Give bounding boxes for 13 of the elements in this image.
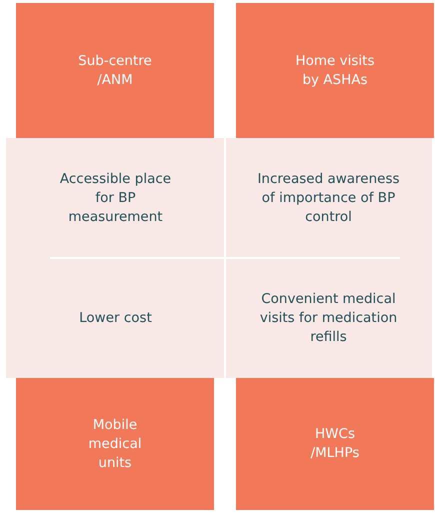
panel-background xyxy=(6,138,432,378)
service-label: Mobile medical units xyxy=(87,416,143,472)
service-label: Home visits by ASHAs xyxy=(294,52,376,90)
benefit-text: Lower cost xyxy=(78,308,153,328)
service-box xyxy=(16,378,214,510)
service-box xyxy=(16,3,214,138)
benefit-text: Increased awareness of importance of BP control xyxy=(256,170,401,226)
benefit-text: Convenient medical visits for medication refills xyxy=(258,290,398,346)
service-label: Sub-centre /ANM xyxy=(77,52,153,90)
service-box xyxy=(236,3,434,138)
service-label: HWCs /MLHPs xyxy=(310,425,360,463)
service-box xyxy=(236,378,434,510)
benefit-text: Accessible place for BP measurement xyxy=(58,170,172,226)
